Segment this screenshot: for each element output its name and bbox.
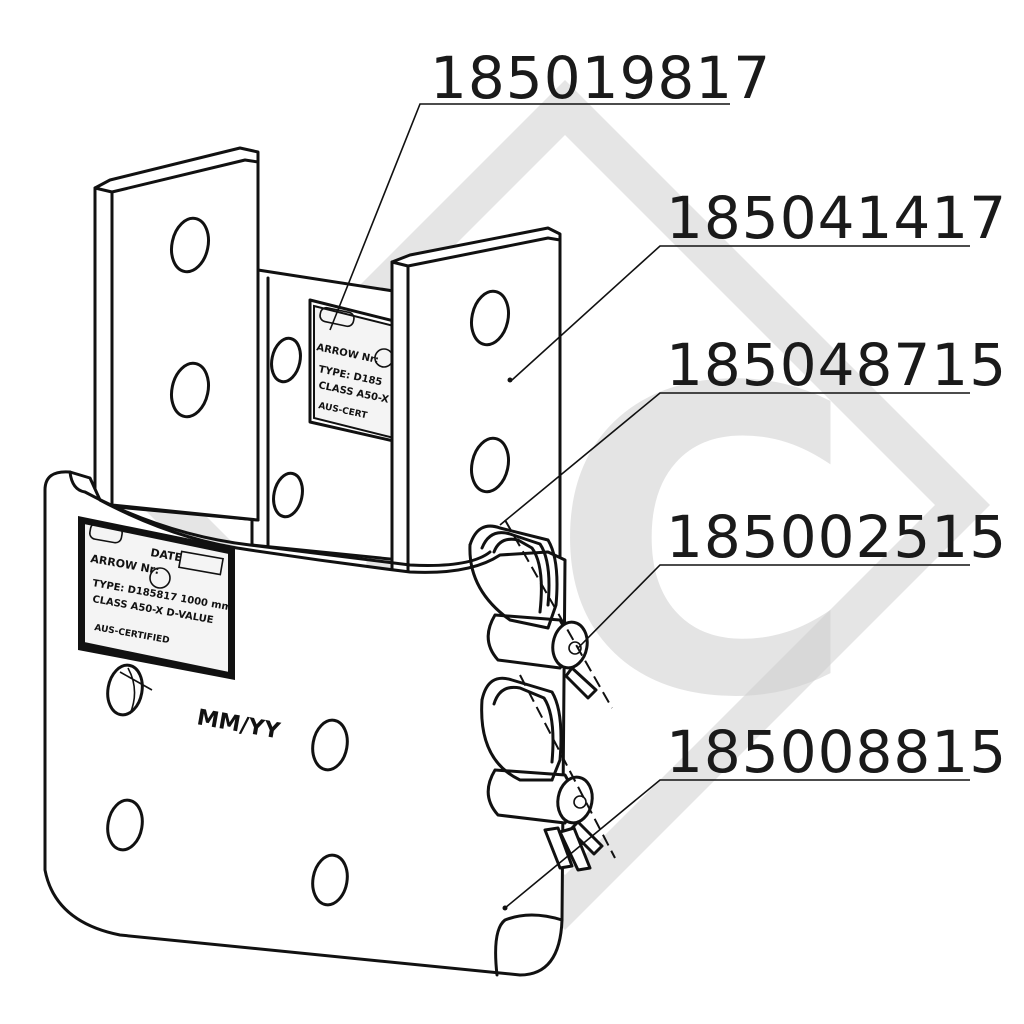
leader-185019817 [329, 103, 730, 331]
bolt-assembly-lower [480, 676, 604, 872]
part-label-185041417: 185041417 [666, 184, 1007, 252]
leader-185008815 [504, 779, 970, 909]
axis-lines [504, 519, 616, 859]
type-plate-small: ARROW Nr: TYPE: D185 CLASS A50-X AUS-CER… [308, 298, 400, 444]
part-label-185048715: 185048715 [666, 331, 1007, 399]
part-label-185008815: 185008815 [666, 718, 1007, 786]
part-label-185002515: 185002515 [666, 503, 1007, 571]
leader-185041417 [511, 245, 970, 381]
large-plate-line2: DATE [149, 546, 183, 564]
part-labels: 185019817 185041417 185048715 185002515 … [430, 44, 1007, 786]
bolt-assembly-upper [468, 524, 598, 700]
part-label-185019817: 185019817 [430, 44, 771, 112]
right-plate [390, 226, 562, 602]
leader-lines [329, 103, 970, 909]
leader-185002515 [577, 564, 970, 649]
leader-185048715 [499, 392, 970, 526]
left-plate [93, 146, 260, 522]
type-plate-large: DATE ARROW Nr: TYPE: D185817 1000 mm CLA… [78, 516, 235, 680]
